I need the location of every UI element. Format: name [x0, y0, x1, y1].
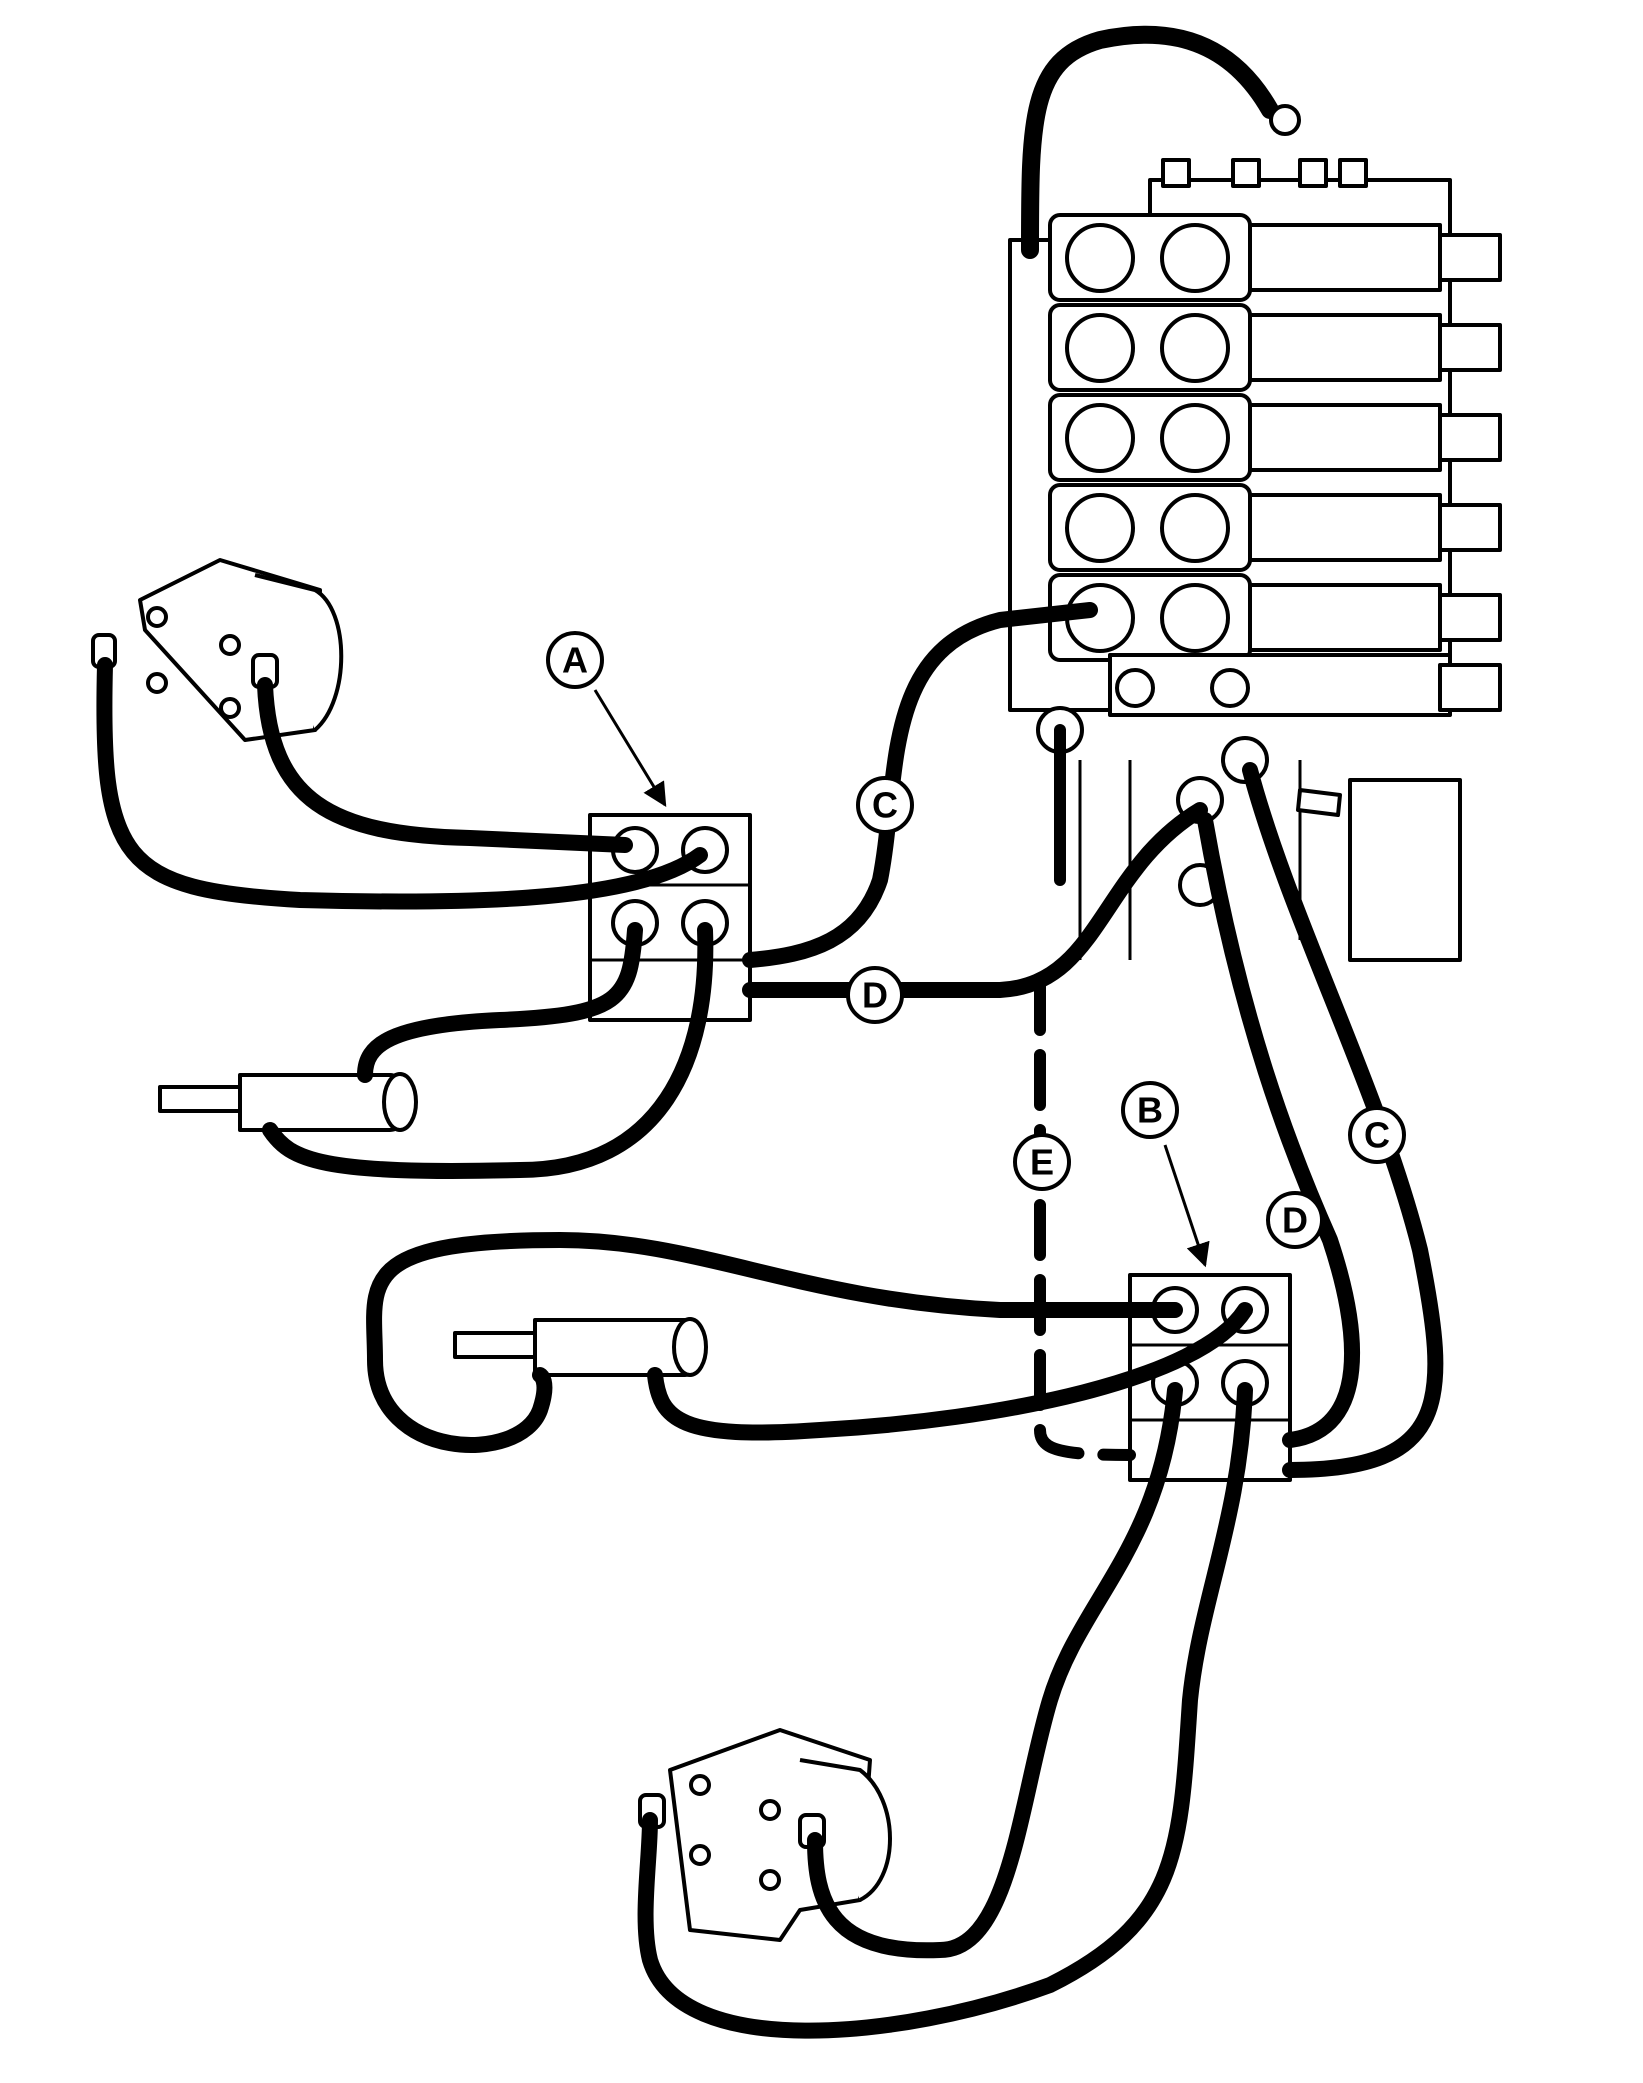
hose-cylinder-a-2 [262, 922, 714, 1179]
hoses [96, 602, 1444, 2039]
hose-c-upper [742, 602, 1098, 968]
callout-c-lower: C [1348, 1106, 1406, 1164]
hose-motor-a-2 [96, 657, 708, 910]
callout-c-upper-label: C [872, 785, 898, 826]
hydraulic-motor-a [91, 558, 344, 742]
callout-e: E [1013, 1133, 1071, 1191]
callout-c-lower-label: C [1364, 1115, 1390, 1156]
hose-motor-a-1 [257, 677, 633, 853]
valve-top-fittings [1161, 158, 1368, 188]
hose-c-lower [1242, 762, 1444, 1478]
callout-d-upper: D [846, 966, 904, 1024]
callout-d-upper-label: D [862, 975, 888, 1016]
control-valve-stack [1008, 25, 1502, 962]
callout-e-label: E [1030, 1142, 1054, 1183]
valve-sections [1048, 213, 1502, 662]
callout-b: B [1121, 1081, 1210, 1268]
valve-return-hose [1021, 25, 1279, 259]
callout-d-lower-label: D [1282, 1200, 1308, 1241]
hydraulic-cylinder-b [453, 1317, 708, 1377]
hose-cylinder-b-1 [366, 1232, 1183, 1453]
hose-cylinder-b-2 [647, 1302, 1253, 1441]
hose-d-lower [1197, 812, 1360, 1448]
valve-outlet-manifold [1108, 653, 1452, 717]
hose-motor-b-2 [637, 1382, 1253, 2039]
hose-e-drain [1034, 974, 1136, 1461]
callout-a: A [546, 631, 667, 808]
callout-a-label: A [562, 640, 588, 681]
callout-b-label: B [1137, 1090, 1163, 1131]
hose-d-upper [742, 802, 1208, 998]
callout-d-lower: D [1266, 1191, 1324, 1249]
hose-cylinder-a-1 [357, 922, 643, 1083]
hydraulic-motor-b [638, 1728, 892, 1942]
callout-c-upper: C [856, 776, 914, 834]
hose-motor-b-1 [807, 1382, 1183, 1959]
hydraulic-cylinder-a [158, 1072, 418, 1132]
